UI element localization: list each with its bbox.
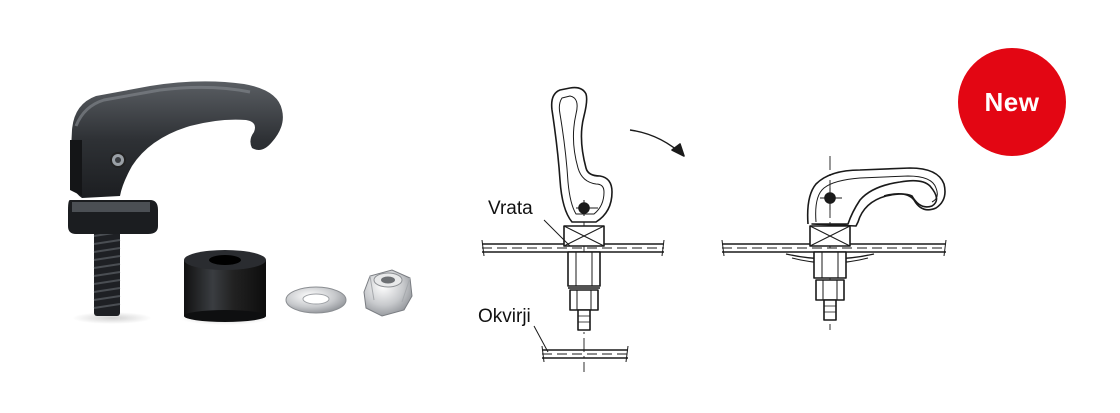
assembly-closed [721,156,947,330]
threaded-bolt [93,228,121,316]
washer [285,286,347,314]
product-photo [0,0,460,413]
frame-label: Okvirji [478,306,531,327]
technical-drawing [460,0,1120,413]
lever-handle [70,81,283,198]
assembly-open [481,86,665,372]
technical-drawing-svg [481,86,947,372]
hex-nut [363,269,413,317]
hub-block [68,200,158,234]
product-photo-svg [68,81,413,325]
door-label: Vrata [488,198,533,219]
new-badge: New [958,48,1066,156]
rotation-arrow-icon [629,129,685,157]
spacer-sleeve [184,250,266,322]
